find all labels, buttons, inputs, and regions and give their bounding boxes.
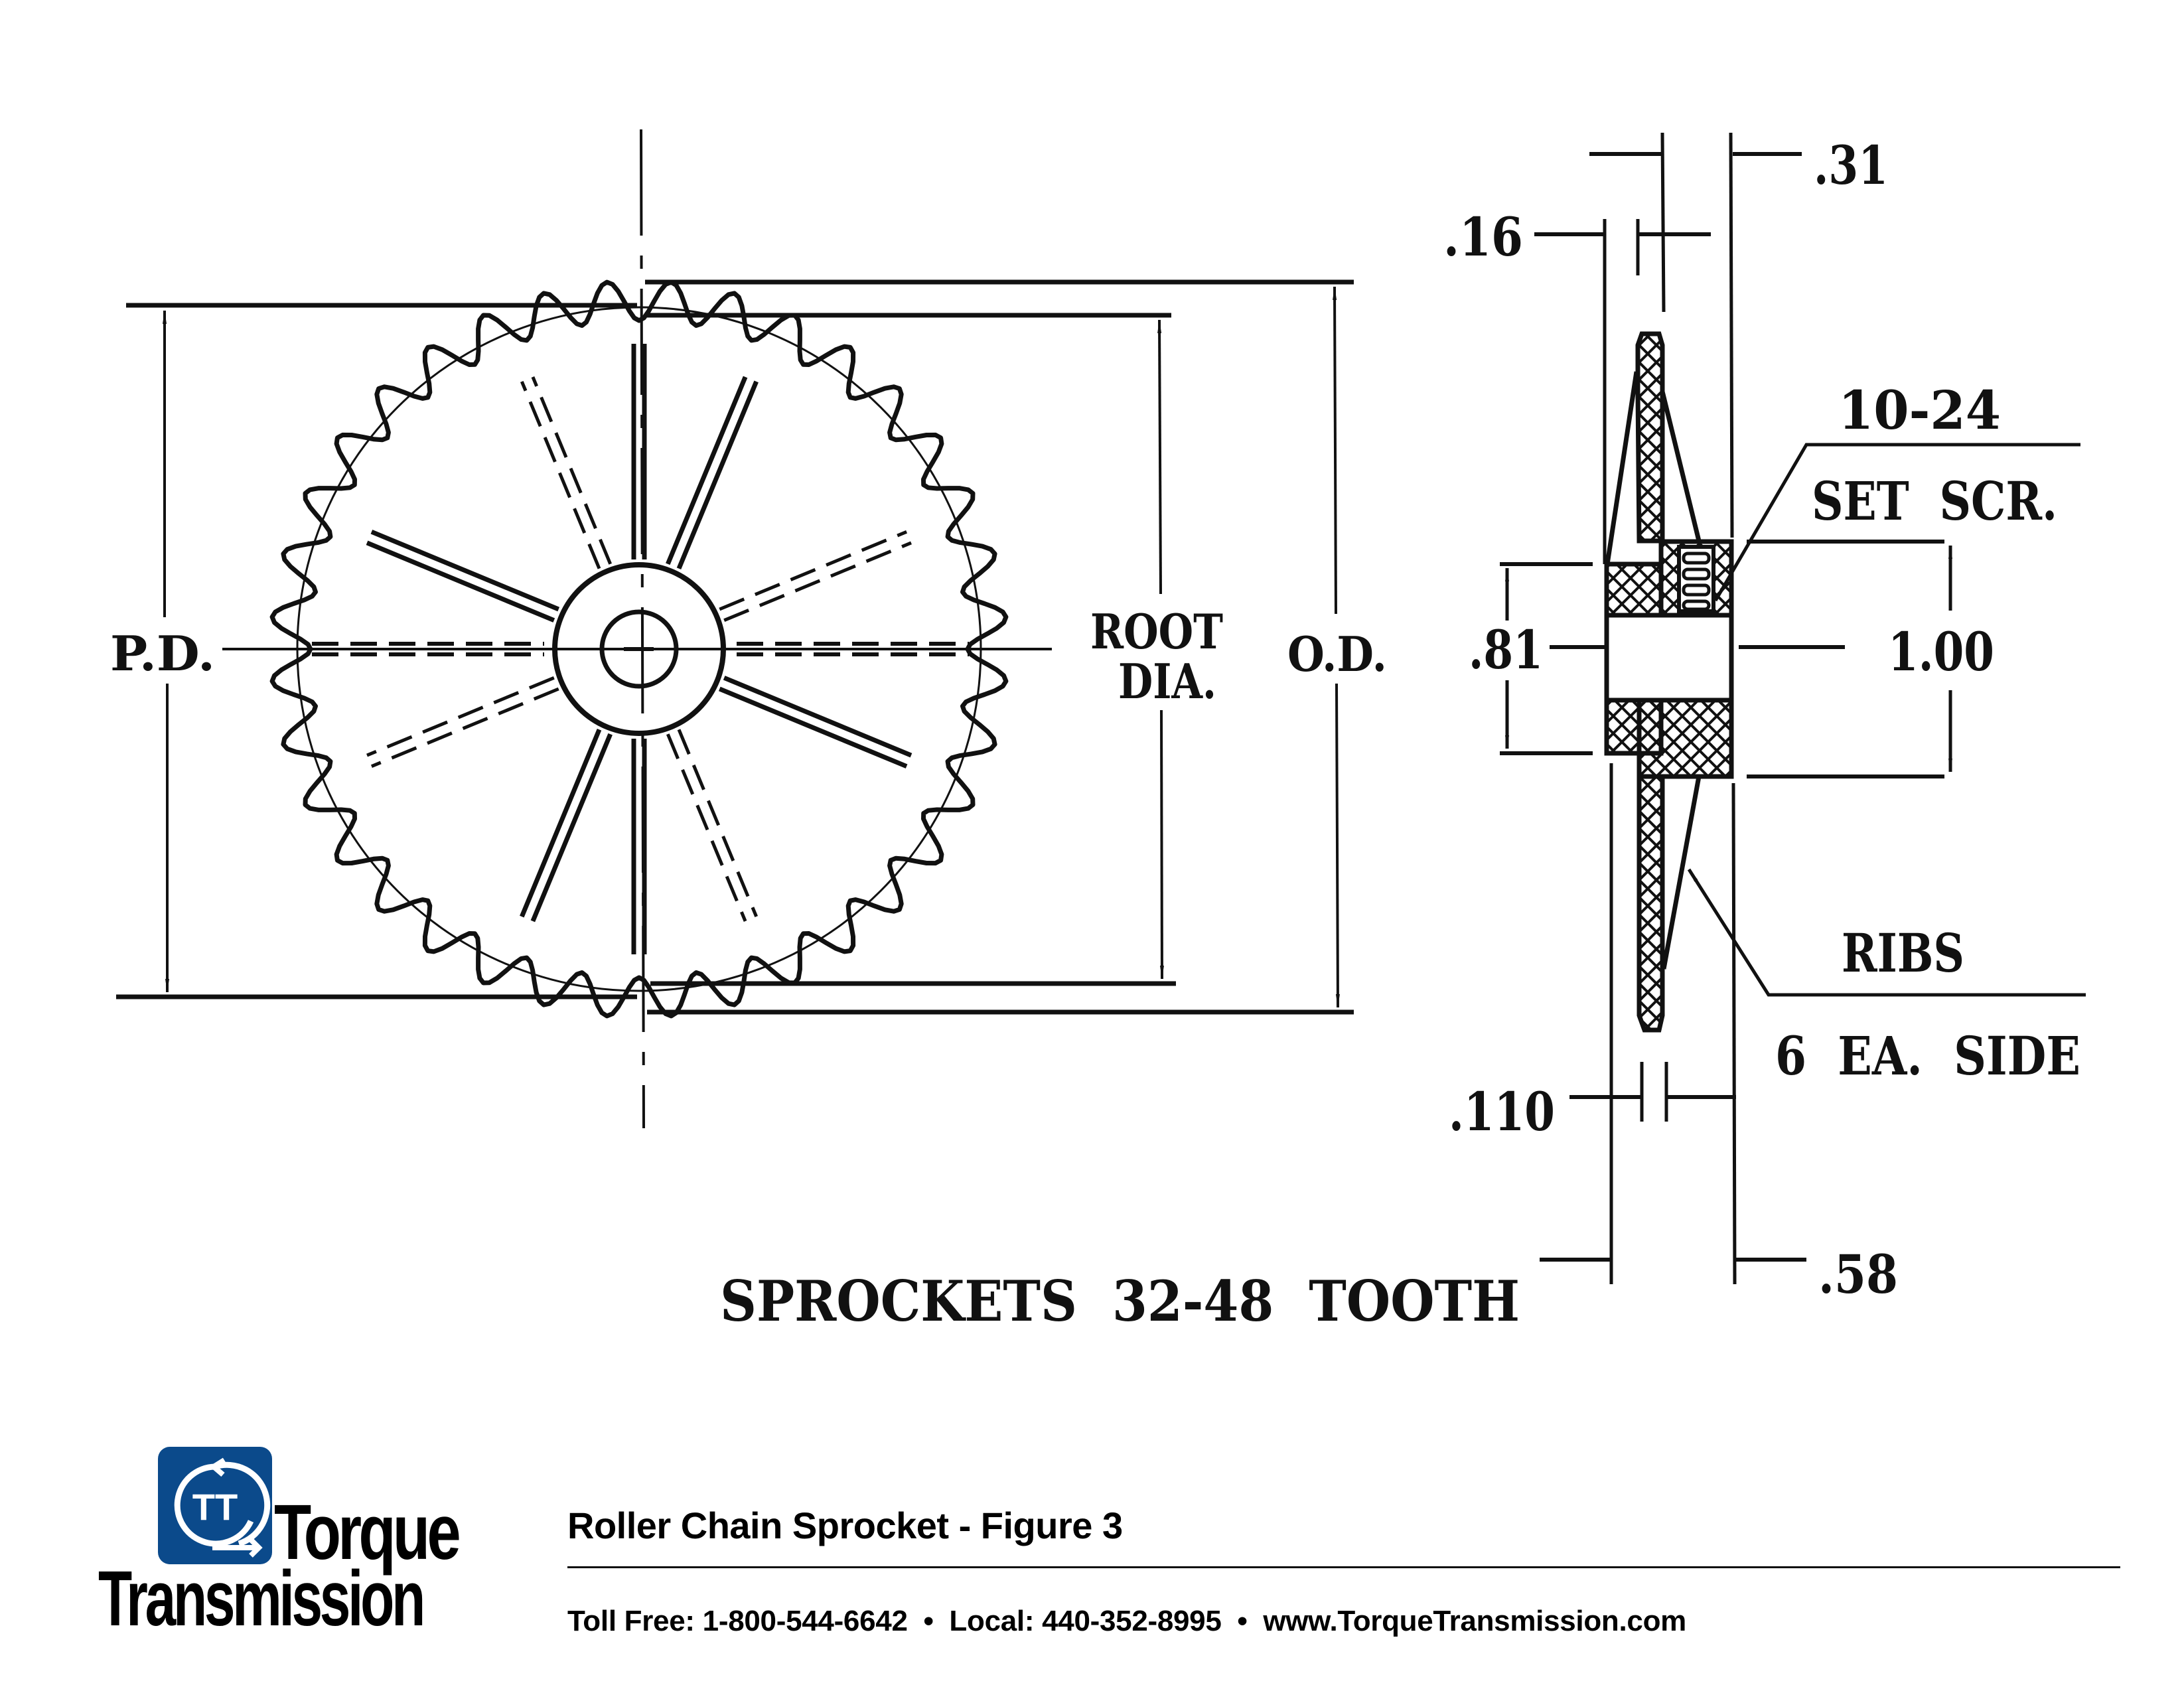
ext-right-face-bottom: [1731, 782, 1737, 1285]
dim-16-label: .16: [1443, 206, 1523, 268]
hub-upper-left: [1604, 561, 1664, 618]
front-view: [116, 129, 1354, 1129]
ext-right-face-top: [1729, 132, 1734, 538]
spoke-2-edge-0: [723, 676, 912, 758]
footer-divider: [567, 1566, 2120, 1568]
logo-word-transmission: Transmission: [98, 1555, 425, 1643]
set-screw-label-line2: SET SCR.: [1812, 470, 2057, 532]
logo-word-torque: Torque: [274, 1489, 461, 1576]
spoke-3-edge-0: [677, 729, 759, 918]
ribs-label-line2: 6 EA. SIDE: [1775, 1025, 2080, 1087]
sprocket-teeth-outline: [269, 279, 1009, 1019]
contact-info: Toll Free: 1-800-544-6642 • Local: 440-3…: [567, 1605, 1686, 1637]
ext-plate-right: [1660, 132, 1666, 313]
root-dia-label-line1: ROOT: [1090, 603, 1223, 660]
root-dia-label-line2: DIA.: [1118, 653, 1216, 709]
root-arrow-down: [1159, 709, 1164, 980]
spoke-3-edge-1: [666, 733, 747, 922]
spoke-6-edge-1: [370, 530, 560, 612]
spoke-0-edge-1: [676, 380, 759, 570]
spoke-4-edge-1: [520, 728, 602, 918]
dim-100-label: 1.00: [1888, 621, 1994, 683]
plate-upper: [1635, 331, 1665, 544]
dim-110-label: .110: [1449, 1080, 1555, 1143]
set-screw-leader: [1713, 443, 2080, 602]
od-arrow-up: [1333, 286, 1337, 615]
dim-31-label: .31: [1814, 134, 1888, 196]
od-arrow-down: [1335, 683, 1340, 1008]
dim-81-label: .81: [1469, 619, 1543, 681]
set-screw-label-line1: 10-24: [1838, 379, 2001, 441]
pitch-circle: [296, 306, 982, 992]
spoke-0-edge-0: [666, 376, 748, 565]
hub-bore: [599, 609, 679, 689]
ribs-leader: [1687, 868, 2086, 997]
vertical-centerline: [640, 129, 645, 1129]
spokes: [366, 344, 912, 954]
rotation-arrows-icon: TT: [174, 1457, 271, 1558]
spoke-2-edge-1: [718, 686, 908, 769]
spoke-6-edge-0: [366, 540, 555, 623]
side-view: [1500, 132, 2086, 1285]
rib-right-upper: [1660, 391, 1702, 542]
spoke-7-edge-1: [531, 376, 613, 565]
company-logo: TT Torque Transmission: [98, 1447, 483, 1646]
logo-monogram: TT: [192, 1486, 238, 1528]
hub-bore-section: [1604, 613, 1734, 703]
plate-lower: [1637, 774, 1665, 1033]
rib-left-upper: [1605, 371, 1639, 565]
hub-outer: [552, 562, 726, 736]
logo-emblem: TT: [158, 1447, 272, 1564]
rib-right-lower: [1661, 776, 1702, 970]
root-arrow-up: [1157, 319, 1162, 595]
drawing-caption: SPROCKETS 32-48 TOOTH: [720, 1268, 1520, 1334]
set-screw-threads: [1682, 552, 1711, 611]
spoke-1-edge-0: [719, 530, 908, 611]
od-label: O.D.: [1287, 626, 1387, 682]
hub-lower-right: [1637, 698, 1734, 779]
ribs-label-line1: RIBS: [1842, 922, 1964, 984]
spoke-1-edge-1: [723, 541, 912, 623]
spoke-5-edge-1: [366, 676, 555, 757]
pd-label: P.D.: [110, 625, 215, 682]
spoke-7-edge-0: [520, 380, 601, 569]
spoke-5-edge-0: [370, 687, 559, 769]
figure-title: Roller Chain Sprocket - Figure 3: [567, 1505, 1123, 1546]
spoke-4-edge-0: [530, 733, 613, 922]
dim-58-label: .58: [1818, 1243, 1898, 1305]
